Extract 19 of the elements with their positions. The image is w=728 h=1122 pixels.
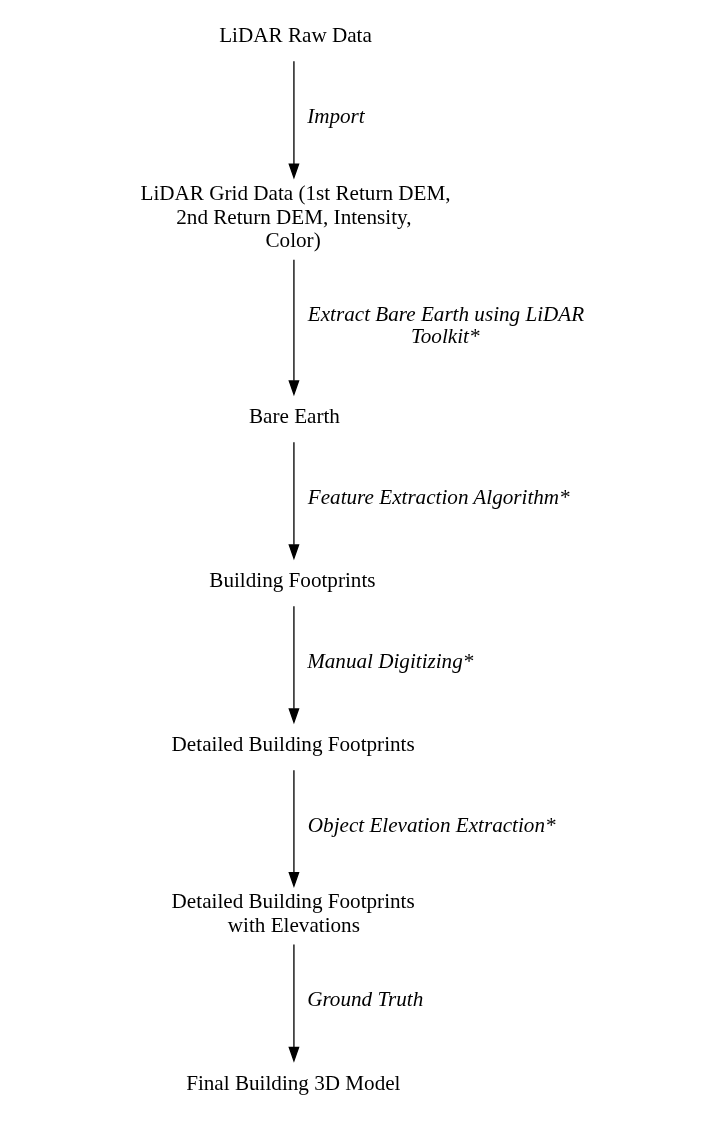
edge-label: Manual Digitizing* <box>307 648 474 673</box>
arrow <box>288 259 300 397</box>
node-text: Building Footprints <box>209 568 376 593</box>
edge-label: Object Elevation Extraction* <box>307 812 556 837</box>
edge-label: Ground Truth <box>307 987 424 1012</box>
node-text: Final Building 3D Model <box>186 1070 401 1095</box>
arrow <box>288 769 300 888</box>
node-text: LiDAR Raw Data <box>219 23 372 48</box>
edge-label: Import <box>307 104 365 129</box>
arrow <box>288 441 300 561</box>
node-text: Detailed Building Footprints with Elevations <box>171 889 415 938</box>
arrow <box>288 605 300 725</box>
node-text: Bare Earth <box>248 404 340 429</box>
arrow <box>288 60 300 180</box>
node-text: LiDAR Grid Data (1st Return DEM, 2nd Return DEM, Intensity, Color) <box>140 180 451 253</box>
node-text: Detailed Building Footprints <box>171 732 415 757</box>
edge-label: Extract Bare Earth using LiDAR Toolkit* <box>307 302 585 348</box>
arrow <box>288 943 300 1063</box>
edge-label: Feature Extraction Algorithm* <box>307 484 570 509</box>
